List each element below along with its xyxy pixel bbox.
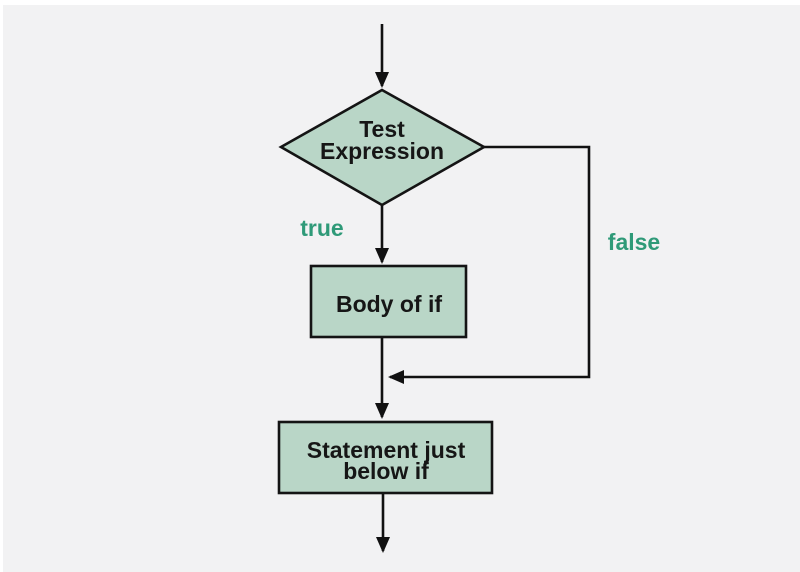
false-branch-connector-arrow bbox=[388, 145, 591, 384]
decision-label-line1: Test bbox=[359, 116, 405, 142]
process-body-of-if-label: Body of if bbox=[336, 291, 442, 317]
process-statement-below-label-line2: below if bbox=[343, 458, 429, 484]
process-statement-below-box bbox=[277, 420, 494, 495]
process-statement-below-label-line1: Statement just bbox=[307, 437, 466, 463]
false-branch-label: false bbox=[608, 229, 660, 255]
diagram-background: Test Expression true false Body of if St… bbox=[3, 5, 800, 572]
true-branch-label: true bbox=[300, 215, 343, 241]
decision-label-line2: Expression bbox=[320, 138, 444, 164]
decision-diamond bbox=[278, 88, 487, 207]
process-body-of-if-box bbox=[309, 264, 468, 339]
flowchart-canvas: Test Expression true false Body of if St… bbox=[277, 24, 660, 553]
